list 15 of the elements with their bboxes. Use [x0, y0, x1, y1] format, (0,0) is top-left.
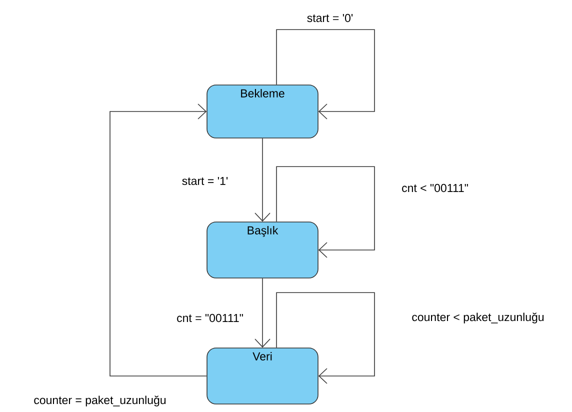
- state-box: Veri: [206, 348, 318, 404]
- edge-label: counter < paket_uzunluğu: [410, 312, 546, 324]
- state-box: Bekleme: [206, 84, 318, 138]
- arrow: [276, 292, 375, 384]
- edge-label: start = '1': [180, 176, 230, 186]
- edge-label: start = '0': [306, 12, 354, 24]
- arrow: [110, 104, 207, 376]
- arrow: [276, 29, 375, 120]
- edge-label: cnt = "00111": [176, 312, 244, 324]
- arrow: [254, 278, 270, 348]
- state-box: Başlık: [206, 222, 318, 278]
- edge-label: cnt < "00111": [400, 182, 470, 194]
- arrow: [254, 138, 270, 222]
- arrow: [276, 166, 375, 258]
- edge-label: counter = paket_uzunluğu: [32, 394, 168, 408]
